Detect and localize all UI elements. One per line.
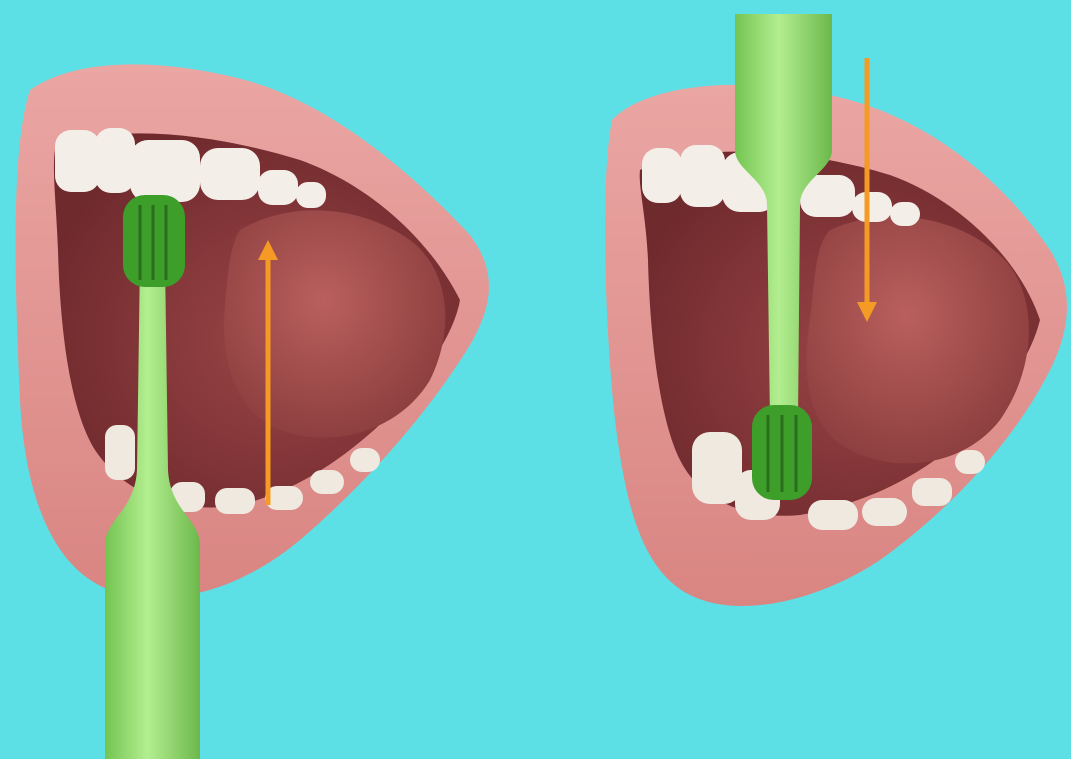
scene-svg [0,0,1071,759]
illustration-canvas [0,0,1071,759]
